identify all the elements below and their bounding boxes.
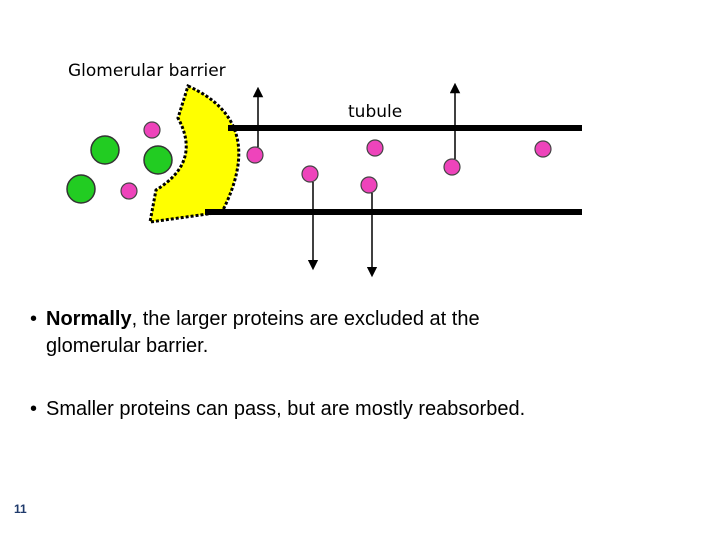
small-protein	[143, 121, 161, 139]
bullet-symbol: •	[30, 308, 38, 330]
large-protein	[143, 145, 173, 175]
bullet-2-text: Smaller proteins can pass, but are mostl…	[46, 398, 526, 420]
large-protein	[90, 135, 120, 165]
small-protein	[443, 158, 461, 176]
small-protein	[120, 182, 138, 200]
large-protein	[66, 174, 96, 204]
filtration-diagram: Glomerular barrier tubule	[66, 61, 582, 278]
bullet-1-bold: Normally	[46, 308, 132, 330]
bullet-symbol: •	[30, 398, 38, 420]
slide-number: 11	[14, 502, 27, 516]
barrier-label: Glomerular barrier	[68, 61, 226, 81]
small-protein	[366, 139, 384, 157]
bullet-1-continuation: glomerular barrier.	[46, 335, 209, 357]
bullet-1: • Normally, the larger proteins are exclu…	[30, 306, 670, 360]
tubule-label: tubule	[348, 102, 402, 122]
small-protein	[246, 146, 264, 164]
small-protein	[534, 140, 552, 158]
small-protein	[360, 176, 378, 194]
bullet-2: • Smaller proteins can pass, but are most…	[30, 396, 670, 423]
bullet-1-text: , the larger proteins are excluded at th…	[131, 308, 480, 330]
small-protein	[301, 165, 319, 183]
